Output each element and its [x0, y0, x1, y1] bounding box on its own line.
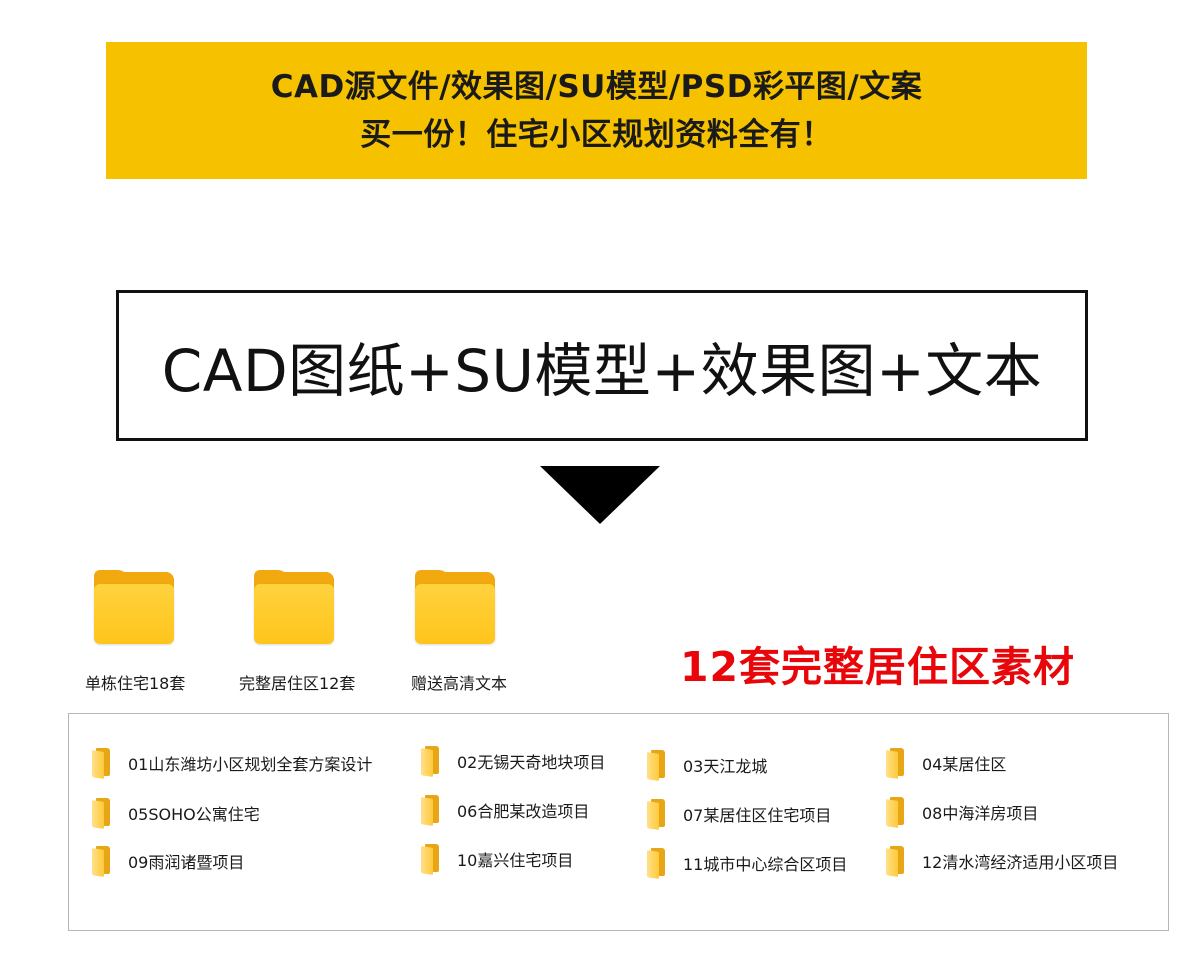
list-item[interactable]: 08中海洋房项目 — [886, 797, 1039, 828]
folder-label-residential-area[interactable]: 完整居住区12套 — [239, 674, 356, 693]
banner-line-1: CAD源文件/效果图/SU模型/PSD彩平图/文案 — [270, 68, 923, 105]
list-item-label: 02无锡天奇地块项目 — [457, 753, 606, 772]
red-title: 12套完整居住区素材 — [680, 643, 1076, 691]
folder-icon — [647, 750, 665, 781]
folder-icon — [647, 848, 665, 879]
list-item[interactable]: 01山东潍坊小区规划全套方案设计 — [92, 748, 373, 779]
folder-icon — [92, 846, 110, 877]
list-item-label: 07某居住区住宅项目 — [683, 806, 832, 825]
list-item-label: 10嘉兴住宅项目 — [457, 851, 574, 870]
list-item[interactable]: 12清水湾经济适用小区项目 — [886, 846, 1119, 877]
list-item[interactable]: 10嘉兴住宅项目 — [421, 844, 574, 875]
folder-icon[interactable] — [254, 570, 334, 644]
list-item[interactable]: 06合肥某改造项目 — [421, 795, 590, 826]
list-item[interactable]: 07某居住区住宅项目 — [647, 799, 832, 830]
headline-box: CAD图纸+SU模型+效果图+文本 — [116, 290, 1088, 441]
folder-icon — [92, 798, 110, 829]
list-item-label: 01山东潍坊小区规划全套方案设计 — [128, 755, 373, 774]
folder-icon — [886, 846, 904, 877]
folder-label-single-residence[interactable]: 单栋住宅18套 — [85, 674, 186, 693]
folder-icon — [421, 844, 439, 875]
list-item-label: 08中海洋房项目 — [922, 804, 1039, 823]
list-item[interactable]: 11城市中心综合区项目 — [647, 848, 848, 879]
folder-icon — [421, 795, 439, 826]
folder-icon — [92, 748, 110, 779]
promo-banner: CAD源文件/效果图/SU模型/PSD彩平图/文案 买一份！住宅小区规划资料全有… — [106, 42, 1087, 179]
folder-icon — [886, 748, 904, 779]
headline-text: CAD图纸+SU模型+效果图+文本 — [161, 336, 1043, 405]
list-item-label: 09雨润诸暨项目 — [128, 853, 245, 872]
folder-icon — [647, 799, 665, 830]
folder-icon[interactable] — [415, 570, 495, 644]
list-item-label: 03天江龙城 — [683, 757, 768, 776]
folder-icon[interactable] — [94, 570, 174, 644]
list-item[interactable]: 03天江龙城 — [647, 750, 768, 781]
banner-line-2: 买一份！住宅小区规划资料全有！ — [360, 116, 833, 153]
list-item-label: 04某居住区 — [922, 755, 1007, 774]
list-item-label: 11城市中心综合区项目 — [683, 855, 848, 874]
list-item[interactable]: 04某居住区 — [886, 748, 1007, 779]
list-item[interactable]: 09雨润诸暨项目 — [92, 846, 245, 877]
list-item-label: 06合肥某改造项目 — [457, 802, 590, 821]
list-item-label: 12清水湾经济适用小区项目 — [922, 853, 1119, 872]
down-arrow-icon — [540, 466, 660, 524]
folder-icon — [421, 746, 439, 777]
list-item[interactable]: 02无锡天奇地块项目 — [421, 746, 606, 777]
folder-label-bonus-text[interactable]: 赠送高清文本 — [411, 674, 508, 693]
list-item[interactable]: 05SOHO公寓住宅 — [92, 798, 260, 829]
project-list: 01山东潍坊小区规划全套方案设计 02无锡天奇地块项目 03天江龙城 04某居住… — [68, 713, 1169, 931]
list-item-label: 05SOHO公寓住宅 — [128, 805, 260, 824]
folder-icon — [886, 797, 904, 828]
